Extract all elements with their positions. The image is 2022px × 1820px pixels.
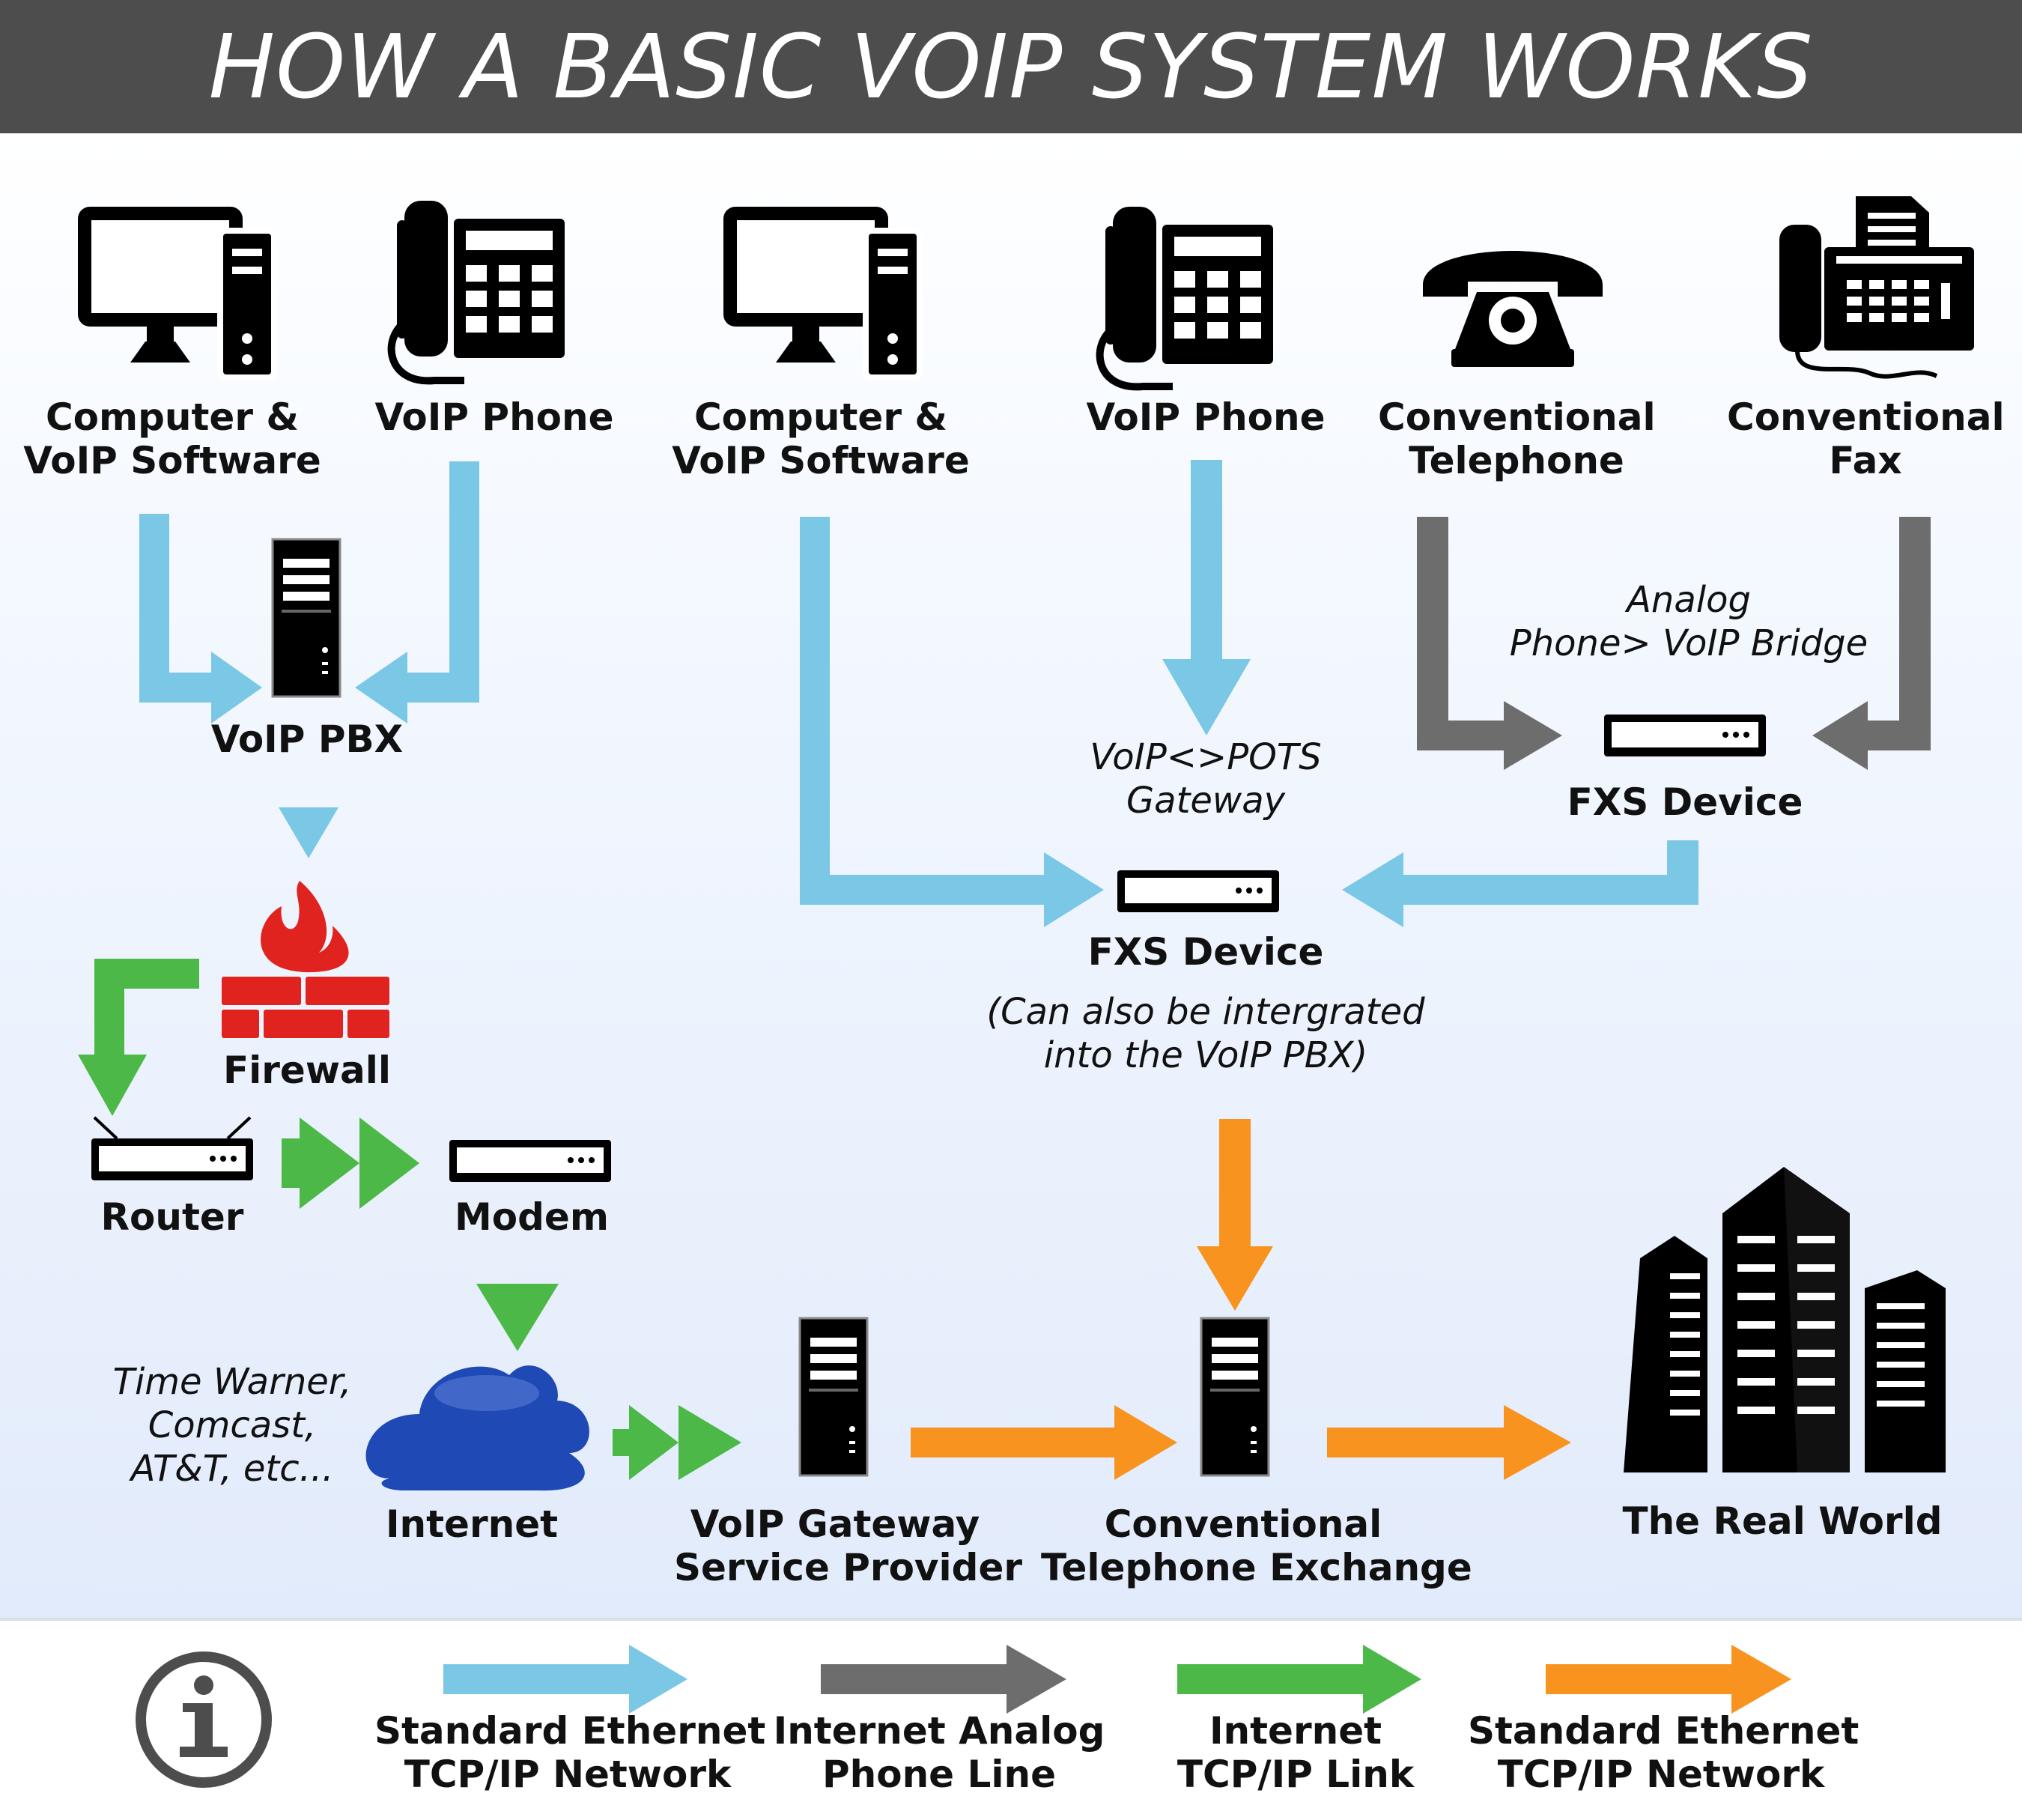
voip-phone-icon-2 [1100,207,1273,386]
fxs-device-icon-center [1117,870,1279,912]
label-computer-1: Computer & VoIP Software [23,395,321,482]
green-chevron-internet-to-gateway [613,1405,741,1480]
label-integration-note: (Can also be intergrated into the VoIP P… [986,991,1425,1076]
blue-connector-computer-to-pbx [139,514,262,724]
gateway-server-icon [798,1317,869,1477]
legend-label-ethernet-blue: Standard Ethernet TCP/IP Network [374,1709,766,1796]
legend-arrow-gray [821,1645,1066,1714]
info-icon [136,1651,272,1788]
pbx-server-icon [271,538,341,698]
label-isp-note: Time Warner, Comcast, AT&T, etc... [112,1361,352,1490]
label-voip-phone-2: VoIP Phone [1086,395,1326,439]
legend-label-analog-gray: Internet Analog Phone Line [773,1709,1105,1796]
buildings-icon [1624,1167,1946,1472]
green-connector-firewall-to-router [78,959,199,1116]
page-title: HOW A BASIC VOIP SYSTEM WORKS [208,15,1814,118]
label-internet: Internet [385,1502,559,1546]
gray-connector-telephone-to-fxs [1417,517,1562,770]
orange-connector-fxs-to-exchange [1197,1119,1273,1311]
firewall-icon [222,881,389,1038]
label-telephone-exchange: Conventional Telephone Exchange [1041,1502,1472,1589]
blue-connector-phone-to-pbx [355,461,479,724]
label-router: Router [100,1195,244,1239]
pbx-to-firewall-arrowhead [279,807,338,858]
label-computer-2: Computer & VoIP Software [672,395,970,482]
green-arrowhead-modem-to-internet [476,1284,559,1351]
computer-icon [78,207,274,377]
label-fxs-device-center: FXS Device [1087,930,1324,974]
exchange-server-icon [1200,1317,1270,1477]
legend-label-internet-green: Internet TCP/IP Link [1177,1709,1415,1796]
label-modem: Modem [455,1195,609,1239]
legend-label-ethernet-orange: Standard Ethernet TCP/IP Network [1468,1709,1859,1796]
label-fxs-device-right: FXS Device [1567,780,1803,824]
legend-arrow-orange [1546,1645,1791,1714]
blue-connector-fxs-right-to-fxs [1342,840,1698,927]
label-voip-pbx: VoIP PBX [210,718,404,761]
router-icon [91,1116,253,1180]
fxs-device-icon-right [1604,715,1766,756]
label-analog-bridge: Analog Phone> VoIP Bridge [1509,579,1868,664]
telephone-icon [1423,251,1603,367]
gray-connector-fax-to-fxs [1812,517,1931,770]
fax-icon [1779,196,1974,379]
computer-icon-2 [723,207,920,377]
label-voip-gateway: VoIP Gateway Service Provider [674,1502,1023,1589]
label-gateway-note: VoIP<>POTS Gateway [1090,736,1322,822]
title-banner [0,0,2022,133]
legend-arrow-blue [443,1645,687,1714]
blue-connector-phone2-to-fxs [1162,460,1251,735]
modem-icon [449,1140,611,1182]
voip-phone-icon [392,201,565,380]
legend-arrow-green [1177,1645,1421,1714]
label-real-world: The Real World [1622,1499,1943,1543]
cloud-icon [365,1365,589,1491]
blue-connector-computer2-to-fxs [800,517,1104,927]
green-chevron-router-to-modem [282,1117,419,1209]
label-firewall: Firewall [222,1049,392,1092]
orange-connector-gateway-to-exchange [911,1405,1177,1480]
orange-connector-exchange-to-real-world [1327,1405,1571,1480]
label-voip-phone-1: VoIP Phone [374,395,614,439]
label-conventional-fax: Conventional Fax [1727,395,2005,482]
label-conventional-telephone: Conventional Telephone [1378,395,1656,482]
